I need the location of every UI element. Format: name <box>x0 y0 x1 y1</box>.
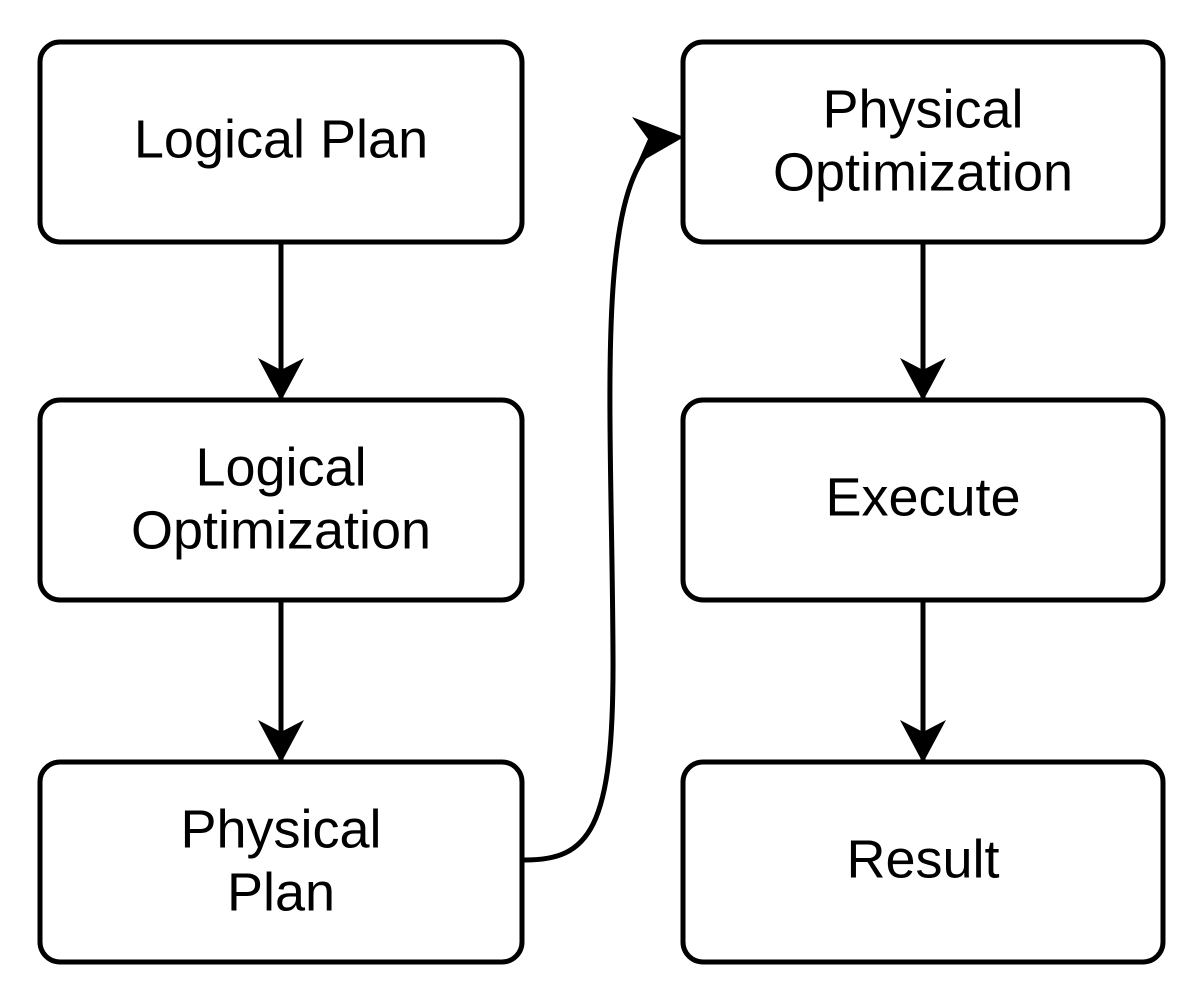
node-physical-plan[interactable]: Physical Plan <box>37 759 525 965</box>
arrowhead-down-icon <box>900 720 946 763</box>
node-label-line-2: Optimization <box>131 500 431 560</box>
node-shape[interactable] <box>680 397 1166 603</box>
node-label-line-1: Physical <box>180 799 381 859</box>
edge-logical-plan-to-logical-optimization <box>258 242 304 401</box>
arrowhead-down-icon <box>900 358 946 401</box>
edge-logical-optimization-to-physical-plan <box>258 600 304 763</box>
edge-physical-optimization-to-execute <box>900 242 946 401</box>
node-label-line-1: Execute <box>825 467 1020 527</box>
node-shape[interactable] <box>680 39 1166 245</box>
arrowhead-down-icon <box>258 358 304 401</box>
node-logical-plan[interactable]: Logical Plan <box>37 39 525 245</box>
node-shape[interactable] <box>680 759 1166 965</box>
node-physical-optimization[interactable]: Physical Optimization <box>680 39 1166 245</box>
edge-execute-to-result <box>900 600 946 763</box>
node-logical-optimization[interactable]: Logical Optimization <box>37 397 525 603</box>
arrowhead-down-icon <box>258 720 304 763</box>
node-execute[interactable]: Execute <box>680 397 1166 603</box>
edge-curve <box>521 150 650 863</box>
node-label-line-1: Result <box>846 829 999 889</box>
node-shape[interactable] <box>37 39 525 245</box>
node-label-line-2: Optimization <box>773 142 1073 202</box>
node-label-line-1: Physical <box>822 79 1023 139</box>
node-result[interactable]: Result <box>680 759 1166 965</box>
edge-physical-plan-to-physical-optimization <box>521 117 684 863</box>
arrowhead-right-icon <box>632 117 684 164</box>
node-label-line-2: Plan <box>227 862 335 922</box>
node-label-line-1: Logical Plan <box>134 109 428 169</box>
node-shape[interactable] <box>37 759 525 965</box>
node-label-line-1: Logical <box>195 437 366 497</box>
node-shape[interactable] <box>37 397 525 603</box>
